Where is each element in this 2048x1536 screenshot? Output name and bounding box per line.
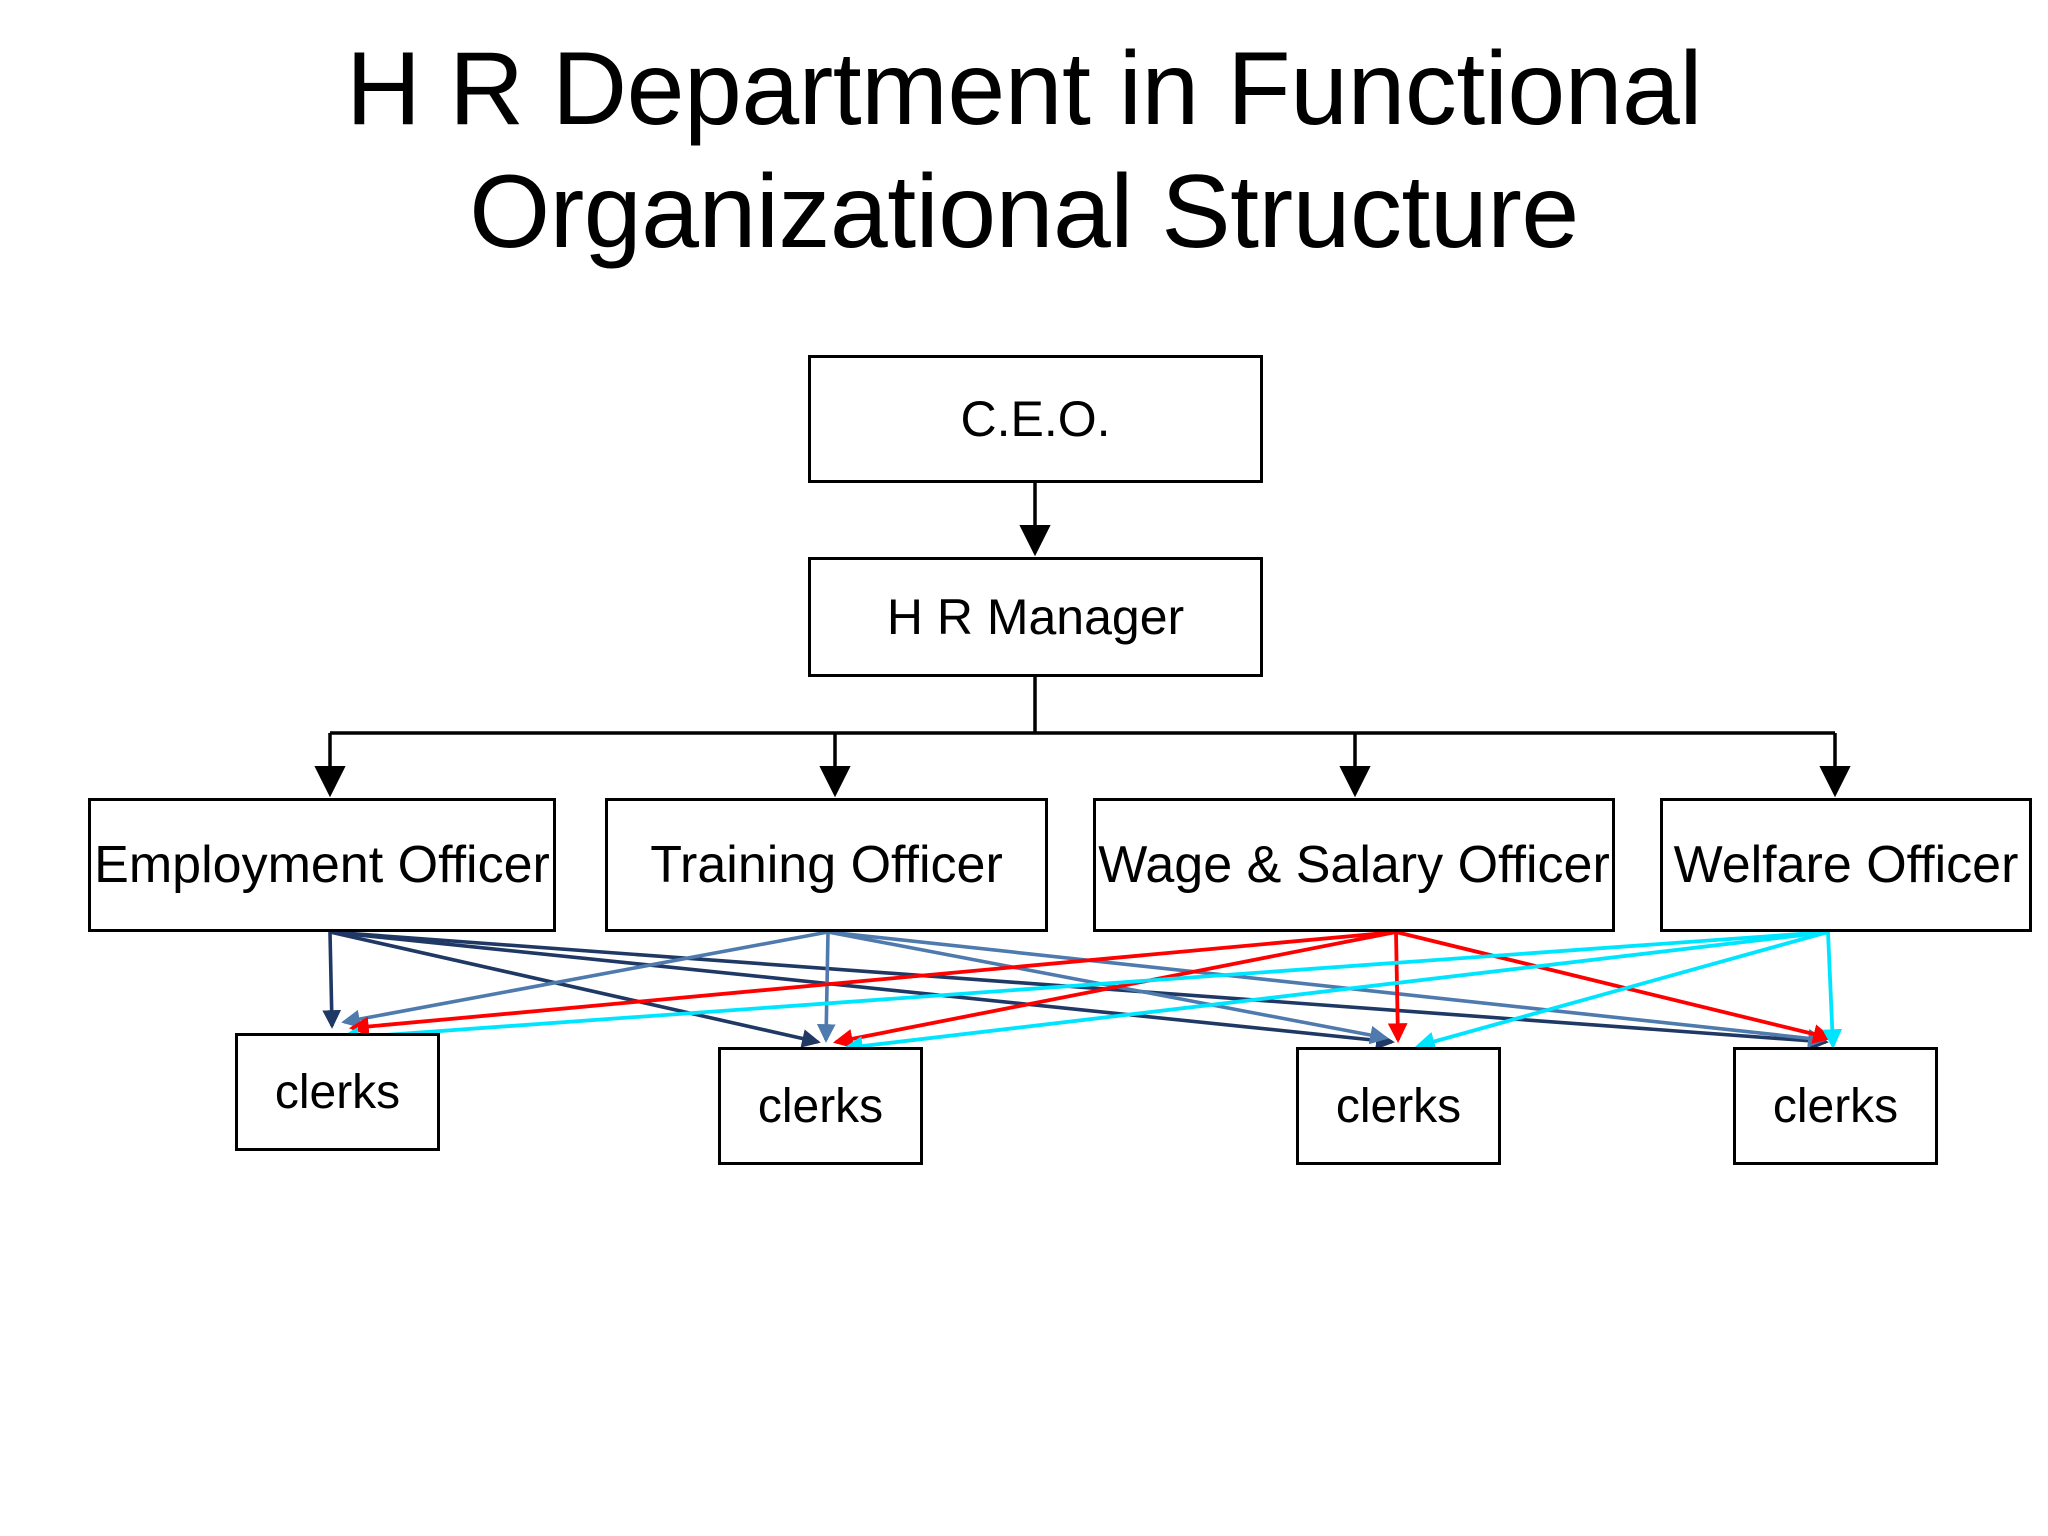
edge-wage-salary-to-clerks-2: [833, 930, 1397, 1049]
node-hr-manager-label: H R Manager: [886, 589, 1185, 645]
edge-welfare-to-clerks-2: [842, 930, 1829, 1056]
node-hr-manager[interactable]: H R Manager: [808, 557, 1263, 677]
edge-wage-salary-to-clerks-3: [1387, 931, 1408, 1044]
node-ceo[interactable]: C.E.O.: [808, 355, 1263, 483]
node-training-officer[interactable]: Training Officer: [605, 798, 1048, 932]
node-clerks-3[interactable]: clerks: [1296, 1047, 1501, 1165]
node-ceo-label: C.E.O.: [960, 391, 1111, 447]
node-clerks-2[interactable]: clerks: [718, 1047, 923, 1165]
node-clerks-1[interactable]: clerks: [235, 1033, 440, 1151]
node-employment-officer[interactable]: Employment Officer: [88, 798, 556, 932]
edge-employment-to-clerks-3: [329, 930, 1395, 1050]
node-wage-salary-officer-label: Wage & Salary Officer: [1098, 836, 1610, 894]
page-title-line-2: Organizational Structure: [469, 153, 1579, 270]
edge-training-to-clerks-4: [827, 930, 1827, 1048]
node-clerks-4[interactable]: clerks: [1733, 1047, 1938, 1165]
page-title: H R Department in Functional Organizatio…: [0, 28, 2048, 273]
edge-wage-salary-to-clerks-1: [348, 930, 1397, 1037]
page-title-line-1: H R Department in Functional: [346, 31, 1702, 147]
node-clerks-4-label: clerks: [1772, 1079, 1899, 1133]
edge-welfare-to-clerks-1: [338, 930, 1829, 1047]
edge-employment-to-clerks-1: [322, 931, 342, 1029]
node-training-officer-label: Training Officer: [650, 836, 1003, 894]
edge-training-to-clerks-2: [816, 931, 836, 1043]
edge-training-to-clerks-3: [827, 930, 1389, 1045]
edge-employment-to-clerks-4: [329, 930, 1829, 1051]
node-clerks-1-label: clerks: [274, 1065, 401, 1119]
edge-training-to-clerks-1: [341, 930, 829, 1029]
node-welfare-officer-label: Welfare Officer: [1673, 836, 2019, 894]
edge-employment-to-clerks-2: [329, 930, 821, 1048]
node-clerks-2-label: clerks: [757, 1079, 884, 1133]
node-wage-salary-officer[interactable]: Wage & Salary Officer: [1093, 798, 1615, 932]
node-clerks-3-label: clerks: [1335, 1079, 1462, 1133]
node-welfare-officer[interactable]: Welfare Officer: [1660, 798, 2032, 932]
edge-wage-salary-to-clerks-4: [1395, 930, 1833, 1044]
edge-welfare-to-clerks-4: [1822, 931, 1843, 1050]
node-employment-officer-label: Employment Officer: [94, 836, 550, 894]
edge-welfare-to-clerks-3: [1415, 930, 1829, 1052]
